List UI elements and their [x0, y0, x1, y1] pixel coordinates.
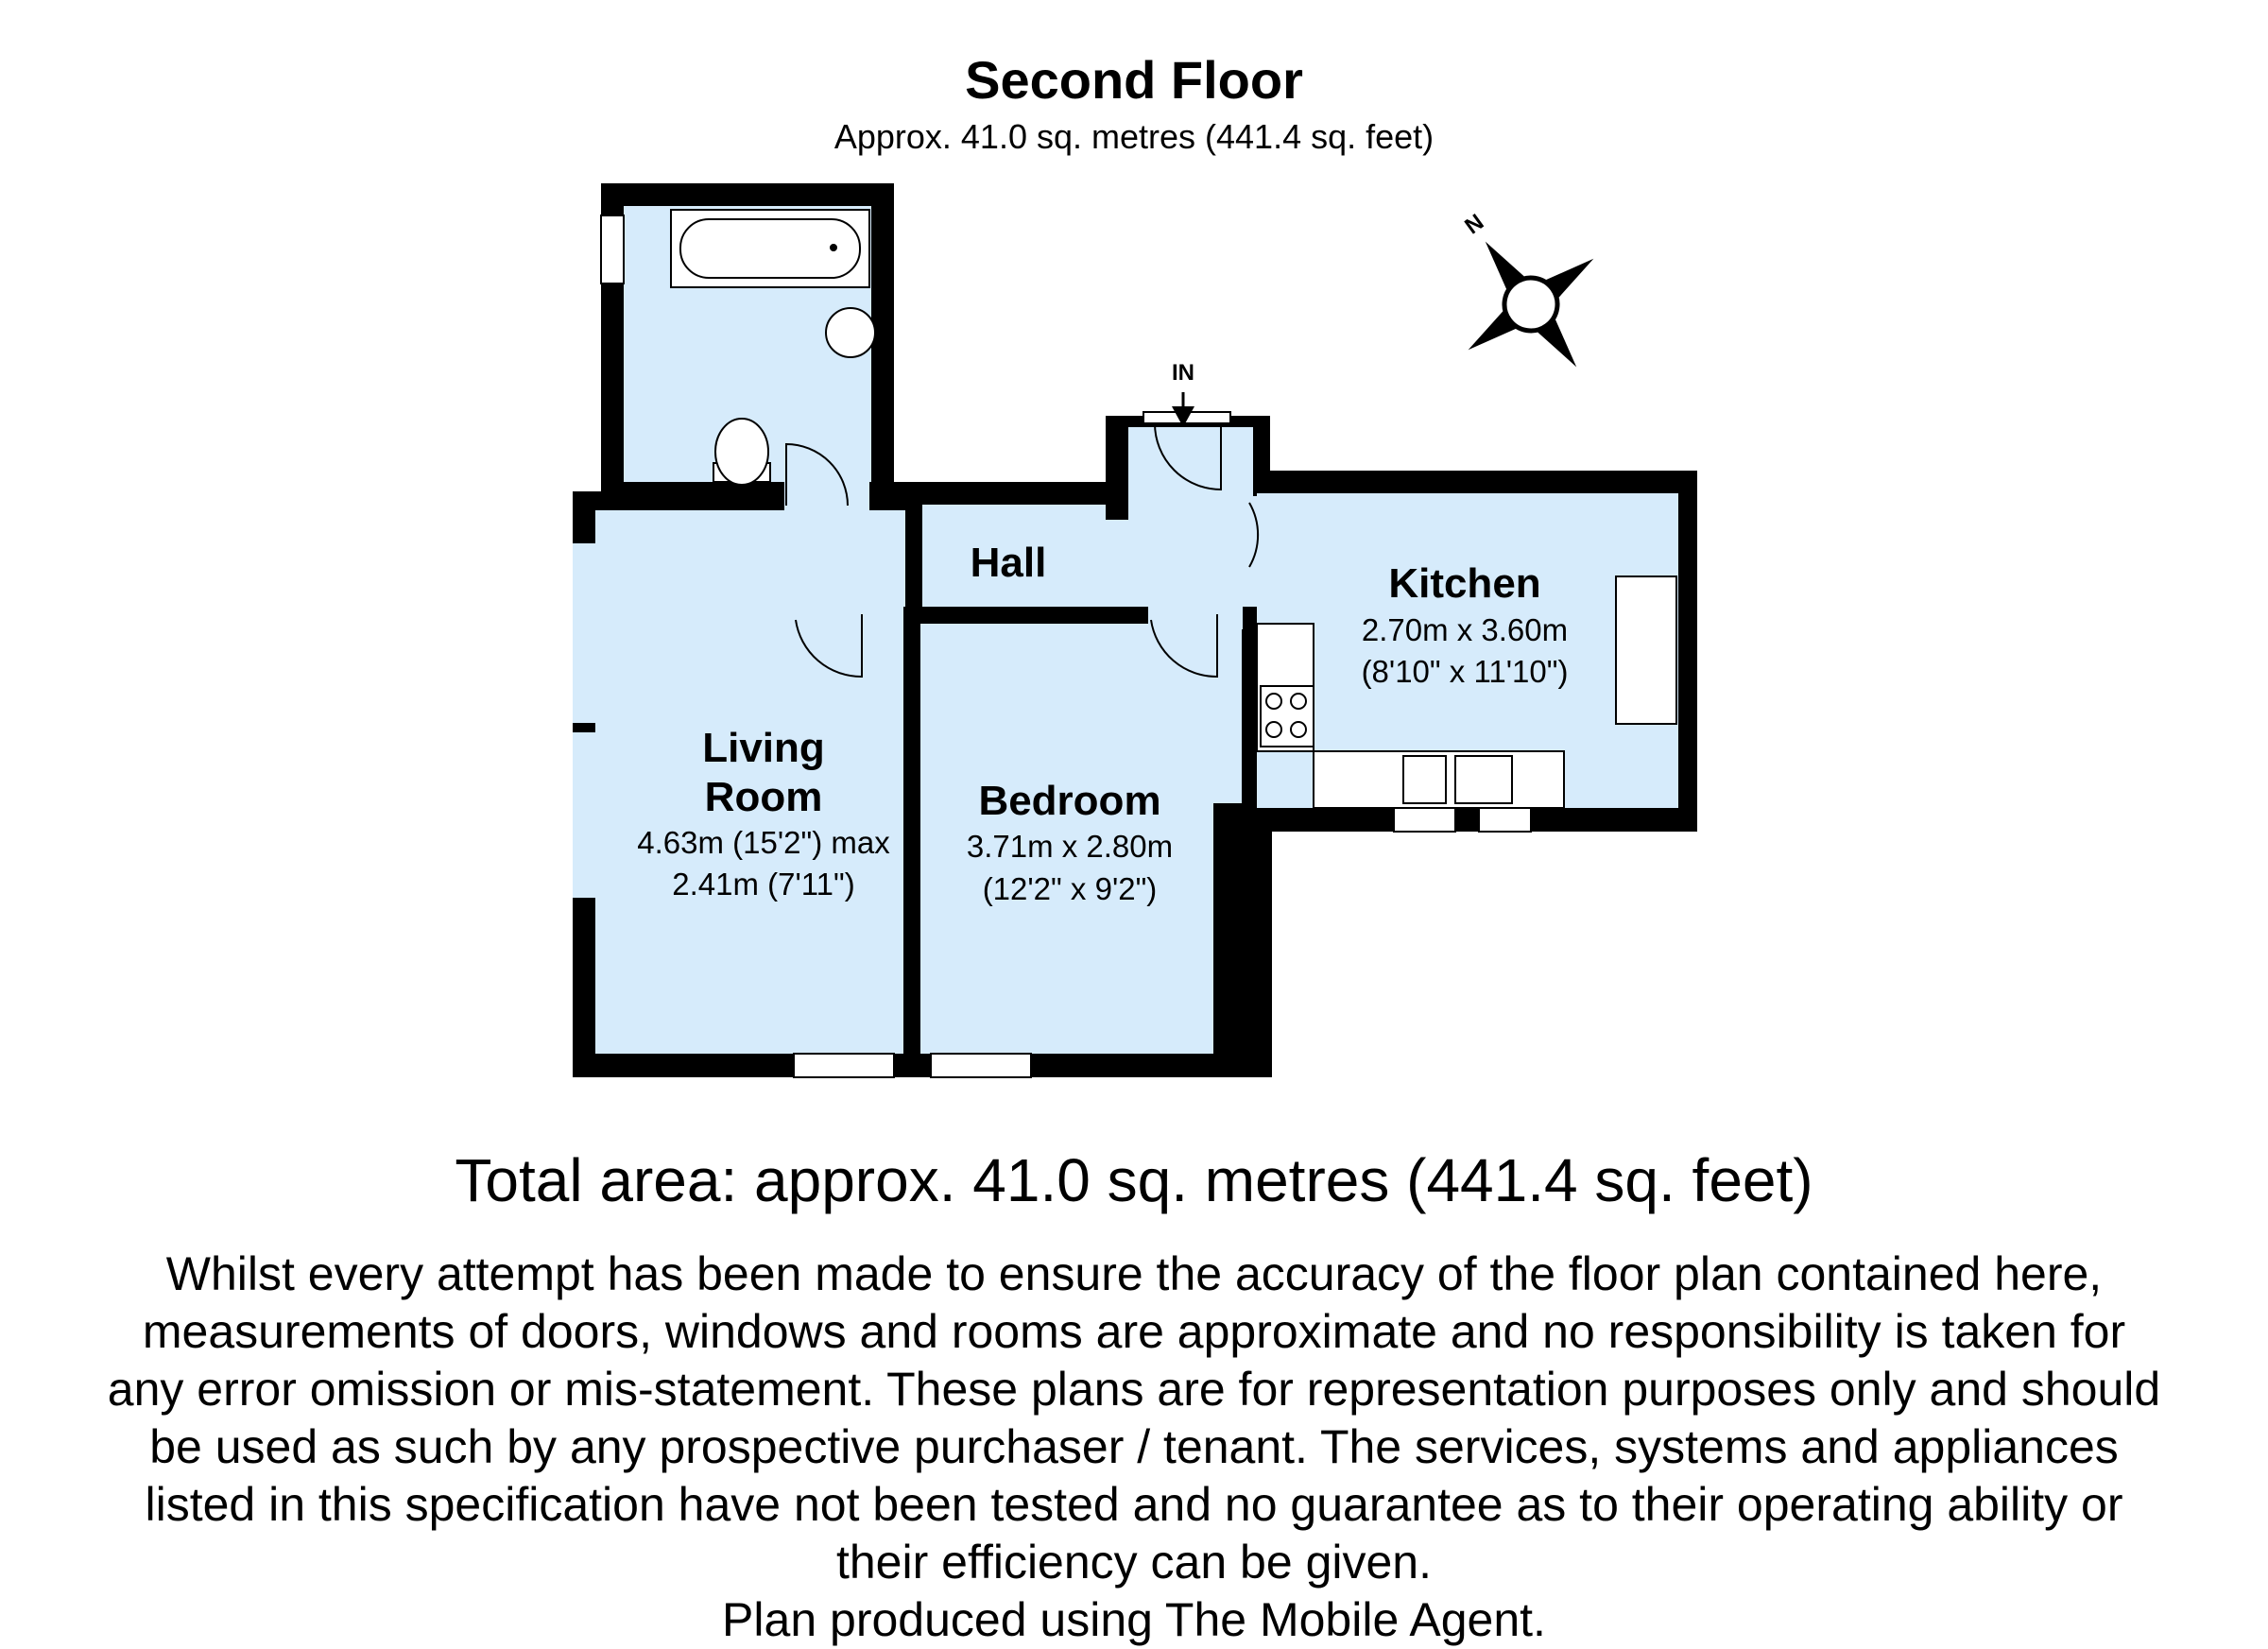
floor-plan: N IN Hall Kitchen 2.70m x 3.60m (8'10" x…	[573, 183, 1697, 1078]
hall-bath-opening	[784, 472, 869, 514]
kitchen-door	[1248, 502, 1260, 568]
hall-living-opening	[794, 601, 884, 629]
hall-bedroom-opening	[1148, 601, 1243, 629]
kitchen-dim-m: 2.70m x 3.60m	[1362, 612, 1568, 647]
bedroom-window	[930, 1053, 1032, 1078]
living-room-floor	[595, 510, 905, 1054]
disclaimer: Whilst every attempt has been made to en…	[0, 1245, 2268, 1649]
bathroom-door	[785, 442, 849, 507]
plan-title: Second Floor	[965, 50, 1303, 110]
bedroom-label: Bedroom	[978, 778, 1160, 824]
fixtures	[600, 209, 1677, 1078]
kitchen-drainer	[1454, 755, 1513, 804]
living-dim-ft: 2.41m (7'11")	[672, 867, 855, 902]
disclaimer-line: be used as such by any prospective purch…	[149, 1420, 2119, 1473]
living-dim-m: 4.63m (15'2") max	[637, 825, 890, 860]
entrance-door	[1154, 422, 1222, 491]
plan-subtitle: Approx. 41.0 sq. metres (441.4 sq. feet)	[833, 117, 1435, 156]
hall-label: Hall	[971, 540, 1047, 586]
disclaimer-line: Whilst every attempt has been made to en…	[165, 1247, 2103, 1300]
entrance-label: IN	[1172, 360, 1194, 386]
bedroom-floor-upper	[920, 624, 1242, 803]
living-label-1: Living	[702, 725, 825, 771]
bedroom-dim-m: 3.71m x 2.80m	[967, 829, 1173, 864]
bathtub	[670, 209, 870, 288]
kitchen-dim-ft: (8'10" x 11'10")	[1362, 654, 1569, 689]
disclaimer-line: Plan produced using The Mobile Agent.	[722, 1593, 1546, 1646]
living-door	[795, 614, 863, 678]
kitchen-window-2	[1478, 807, 1532, 833]
disclaimer-line: any error omission or mis-statement. The…	[107, 1363, 2161, 1416]
living-label-2: Room	[705, 774, 823, 820]
hall-kitchen-opening	[1246, 496, 1283, 586]
compass	[1468, 241, 1594, 368]
toilet-bowl	[714, 418, 769, 486]
bedroom-dim-ft: (12'2" x 9'2")	[983, 871, 1158, 906]
total-area: Total area: approx. 41.0 sq. metres (441…	[455, 1146, 1813, 1214]
disclaimer-line: listed in this specification have not be…	[145, 1478, 2123, 1531]
vestibule-floor	[1128, 427, 1253, 531]
living-window	[793, 1053, 895, 1078]
compass-n-label: N	[1460, 209, 1488, 239]
disclaimer-line: measurements of doors, windows and rooms…	[142, 1305, 2126, 1358]
bedroom-door	[1150, 614, 1218, 678]
kitchen-label: Kitchen	[1388, 560, 1540, 607]
entrance-marker	[1172, 392, 1194, 427]
living-room-bay	[573, 543, 610, 723]
washbasin	[825, 307, 876, 358]
kitchen-sink	[1402, 755, 1447, 804]
kitchen-window-1	[1393, 807, 1456, 833]
kitchen-unit-right	[1615, 575, 1677, 725]
bathroom-window	[600, 215, 625, 284]
disclaimer-line: their efficiency can be given.	[835, 1536, 1432, 1589]
living-room-bay-2	[573, 732, 610, 898]
